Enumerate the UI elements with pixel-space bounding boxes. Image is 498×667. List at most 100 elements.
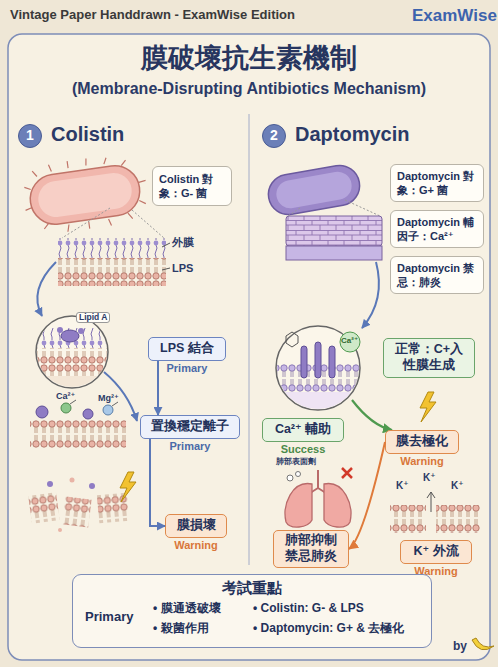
node-subtext: • Daptomycin: G+ & 去極化 — [253, 621, 404, 635]
damaged-membrane-part — [70, 478, 75, 483]
flow-arrow — [157, 361, 159, 415]
node-subtext: Primary — [85, 609, 133, 625]
lung-illustration-part — [324, 484, 351, 528]
gram-positive-bacterium-part — [274, 170, 354, 211]
text-label: (Membrane-Disrupting Antibiotics Mechani… — [0, 80, 498, 98]
process-box: LPS 結合Primary — [148, 337, 226, 361]
text-label: Mg²⁺ — [98, 394, 119, 404]
summary-box: 考試重點Primary• 膜通透破壞• 殺菌作用• Colistin: G- &… — [72, 574, 432, 648]
lipid-a-zoom-part — [57, 327, 63, 333]
node-subtext: 禁忌肺炎 — [281, 549, 341, 565]
node-text: Daptomycin 輔因子：Ca²⁺ — [397, 215, 477, 244]
gram-negative-bacterium — [20, 151, 152, 237]
node-text: Daptomycin 禁忌：肺炎 — [397, 261, 477, 290]
node-text: 正常：C+入 性膜生成 — [384, 342, 474, 373]
lipid-a-zoom-part — [78, 328, 84, 334]
text-label: ExamWise — [412, 7, 497, 26]
ion-displacement-part — [36, 406, 48, 418]
potassium-efflux-part — [390, 505, 426, 533]
daptomycin-zoom-part — [352, 400, 392, 430]
damaged-membrane-part — [120, 472, 136, 502]
node-subtext: Warning — [386, 455, 458, 468]
node-subtext: • Colistin: G- & LPS — [253, 601, 364, 615]
process-box: 正常：C+入 性膜生成 — [383, 338, 475, 378]
outer-membrane-part — [58, 238, 166, 258]
gram-positive-bacterium-part — [265, 162, 363, 217]
text-label: by — [453, 640, 467, 653]
art-shape — [30, 328, 120, 396]
lung-illustration — [285, 468, 352, 527]
daptomycin-zoom-part — [315, 342, 321, 378]
lung-illustration-part — [342, 468, 352, 478]
process-box: 置換穩定離子Primary — [140, 415, 240, 439]
text-label: Lipid A — [76, 312, 110, 323]
text-label: LPS — [172, 262, 193, 274]
gram-positive-bacterium — [265, 162, 363, 217]
potassium-efflux-part — [427, 492, 435, 512]
daptomycin-zoom-part — [301, 346, 307, 378]
flow-arrow — [349, 442, 385, 549]
text-label: Ca²⁺ — [56, 392, 75, 402]
node-text: 1 — [26, 127, 34, 145]
frame-part — [249, 114, 250, 565]
lung-illustration-part — [287, 475, 293, 481]
node-subtext: Success — [263, 443, 343, 456]
node-subtext: Warning — [166, 539, 226, 552]
node-subtext: Colistin — [51, 122, 124, 146]
text-label: 外膜 — [172, 236, 194, 248]
info-box: Daptomycin 對象：G+ 菌 — [390, 164, 484, 202]
node-text: K⁺ 外流 — [409, 544, 462, 560]
daptomycin-zoom-part — [420, 392, 436, 422]
step-number: 1Colistin — [18, 124, 42, 148]
node-text: Daptomycin 對象：G+ 菌 — [397, 169, 477, 198]
flow-arrow — [150, 439, 165, 526]
damaged-membrane-part — [58, 528, 62, 532]
ion-displacement-part — [83, 409, 93, 419]
info-box: Daptomycin 輔因子：Ca²⁺ — [390, 210, 484, 248]
node-text: LPS 結合 — [156, 341, 218, 357]
banana-icon-part — [472, 638, 494, 650]
daptomycin-zoom-part — [329, 346, 335, 378]
ion-displacement — [30, 400, 126, 448]
peptidoglycan-layer-part — [286, 216, 382, 246]
potassium-efflux-part — [436, 505, 480, 533]
damaged-membrane-part — [47, 481, 53, 487]
warning-box: 肺部抑制禁忌肺炎 — [273, 530, 349, 568]
daptomycin-zoom-part — [340, 332, 360, 352]
warning-box: K⁺ 外流Warning — [400, 540, 472, 564]
ion-displacement-part — [103, 405, 113, 415]
outer-membrane-part — [162, 243, 170, 270]
node-text: 肺部抑制 — [281, 533, 341, 549]
daptomycin-zoom-part — [286, 332, 298, 347]
outer-membrane-part — [62, 208, 164, 238]
text-label: Ca²⁺ — [341, 337, 358, 346]
node-subtext: Primary — [141, 440, 239, 453]
step-number: 2Daptomycin — [262, 124, 286, 148]
peptidoglycan-layer — [286, 200, 382, 328]
success-box: Ca²⁺ 輔助Success — [262, 418, 344, 442]
art-shape-part — [30, 348, 120, 376]
node-subtext: • 膜通透破壞 — [153, 601, 221, 615]
text-label: 肺部表面劑 — [276, 458, 316, 467]
lung-illustration-part — [296, 472, 301, 477]
potassium-efflux — [390, 492, 480, 533]
gram-negative-bacterium-part — [36, 171, 134, 220]
node-text: 膜去極化 — [392, 434, 452, 450]
info-box: Daptomycin 禁忌：肺炎 — [390, 256, 484, 294]
outer-membrane-part — [58, 258, 166, 286]
gram-negative-bacterium-part — [20, 151, 152, 237]
node-text: Ca²⁺ 輔助 — [271, 422, 335, 438]
node-text: 2 — [270, 127, 278, 145]
outer-membrane — [37, 208, 170, 316]
frame-part — [8, 34, 490, 660]
peptidoglycan-layer-part — [362, 262, 379, 328]
node-subtext: Primary — [149, 362, 225, 375]
node-subtext: Daptomycin — [295, 122, 409, 146]
art-shape-part — [30, 328, 120, 348]
damaged-membrane-part — [62, 497, 91, 528]
frame — [8, 34, 490, 660]
ion-displacement-part — [30, 420, 126, 448]
outer-membrane-part — [37, 262, 56, 316]
damaged-membrane-part — [89, 483, 95, 489]
